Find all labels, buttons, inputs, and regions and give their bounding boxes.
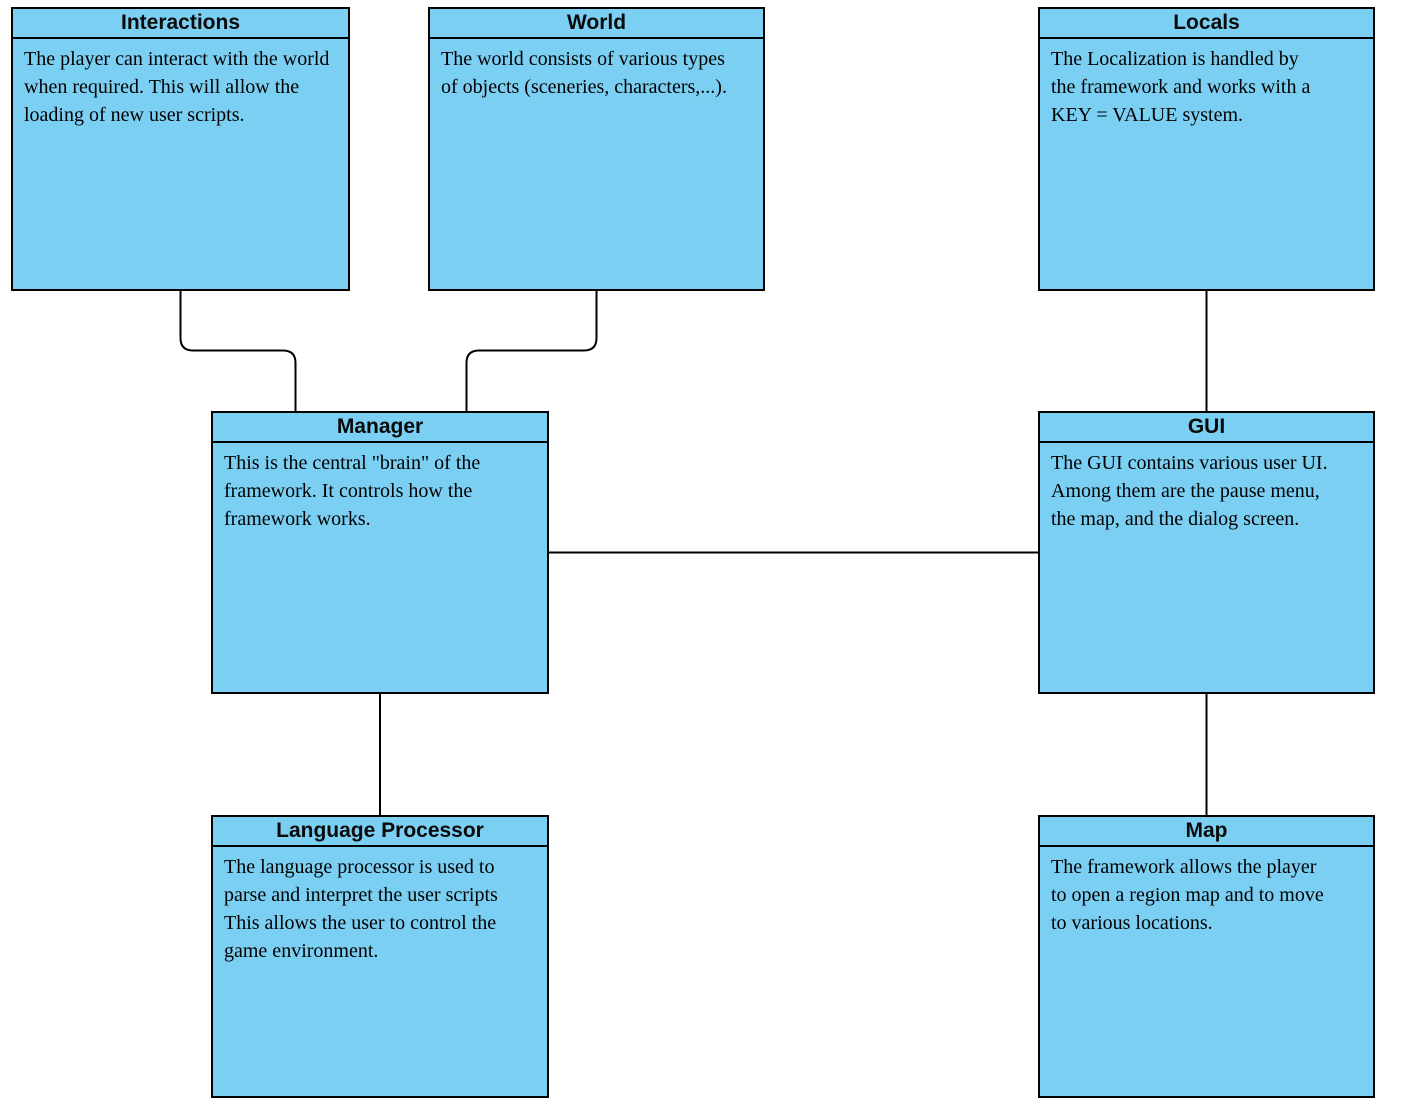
edge-interactions-manager (179, 291, 297, 411)
node-world-title: World (430, 9, 763, 39)
node-locals-description: The Localization is handled by the frame… (1051, 48, 1311, 126)
node-manager-description: This is the central "brain" of the frame… (224, 452, 481, 530)
node-gui-title: GUI (1040, 413, 1373, 443)
node-gui-description: The GUI contains various user UI. Among … (1051, 452, 1328, 530)
node-map-description: The framework allows the player to open … (1051, 856, 1324, 934)
node-map-title: Map (1040, 817, 1373, 847)
node-language-processor: Language Processor The language processo… (211, 815, 549, 1098)
node-locals: Locals The Localization is handled by th… (1038, 7, 1375, 291)
node-interactions-description: The player can interact with the world w… (24, 48, 330, 126)
node-map: Map The framework allows the player to o… (1038, 815, 1375, 1098)
node-interactions: Interactions The player can interact wit… (11, 7, 350, 291)
node-language-processor-title: Language Processor (213, 817, 547, 847)
node-world: World The world consists of various type… (428, 7, 765, 291)
node-manager: Manager This is the central "brain" of t… (211, 411, 549, 694)
node-world-description: The world consists of various types of o… (441, 48, 727, 98)
node-gui: GUI The GUI contains various user UI. Am… (1038, 411, 1375, 694)
node-language-processor-description: The language processor is used to parse … (224, 856, 498, 962)
node-interactions-title: Interactions (13, 9, 348, 39)
edge-world-manager (465, 291, 598, 411)
node-manager-title: Manager (213, 413, 547, 443)
node-locals-title: Locals (1040, 9, 1373, 39)
